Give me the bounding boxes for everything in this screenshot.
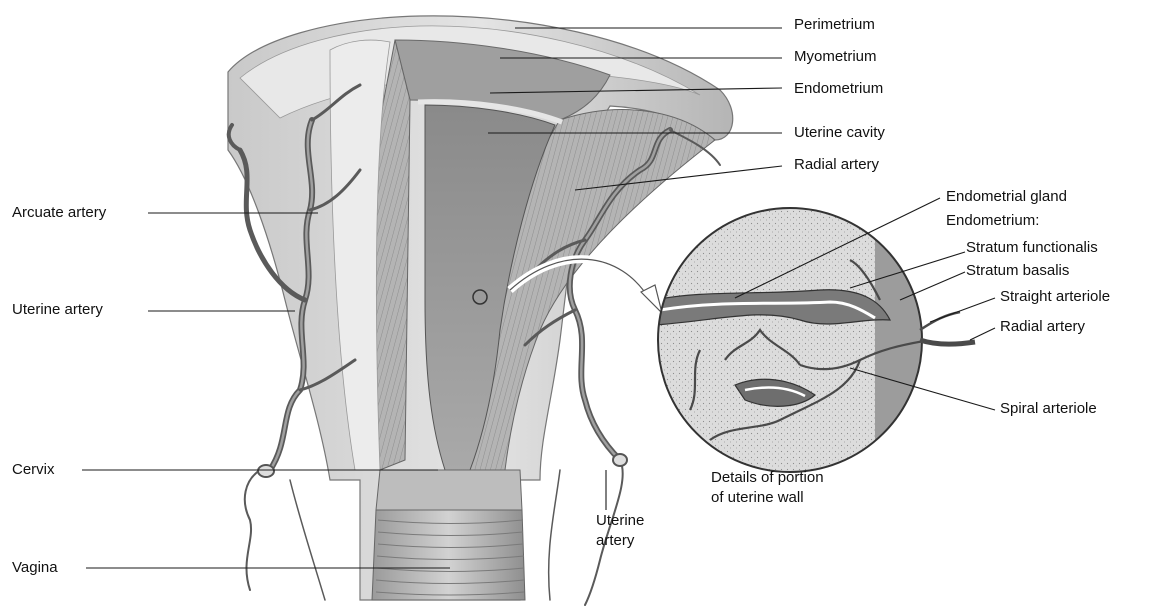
label-stratum-functionalis: Stratum functionalis [966,239,1098,257]
label-uterine-artery-bottom-line2: artery [596,532,634,550]
inset-detail-circle [655,205,930,475]
label-arcuate-artery: Arcuate artery [12,204,106,222]
caption-line2: of uterine wall [711,488,804,507]
label-uterine-artery-left: Uterine artery [12,301,103,319]
label-endometrium-heading: Endometrium: [946,212,1039,230]
label-radial-artery-inset: Radial artery [1000,318,1085,336]
label-spiral-arteriole: Spiral arteriole [1000,400,1097,418]
label-cervix: Cervix [12,461,55,479]
label-perimetrium: Perimetrium [794,16,875,34]
caption-line1: Details of portion [711,468,824,487]
cervix-vagina [372,470,525,600]
label-myometrium: Myometrium [794,48,877,66]
label-vagina: Vagina [12,559,58,577]
label-endometrium: Endometrium [794,80,883,98]
artery-cut-end-right [613,454,627,466]
label-stratum-basalis: Stratum basalis [966,262,1069,280]
label-straight-arteriole: Straight arteriole [1000,288,1110,306]
label-radial-artery-top: Radial artery [794,156,879,174]
artery-cut-end-left [258,465,274,477]
label-uterine-cavity: Uterine cavity [794,124,885,142]
label-uterine-artery-bottom-line1: Uterine [596,512,644,530]
inset-radial-artery [920,340,975,344]
label-endometrial-gland: Endometrial gland [946,188,1067,206]
